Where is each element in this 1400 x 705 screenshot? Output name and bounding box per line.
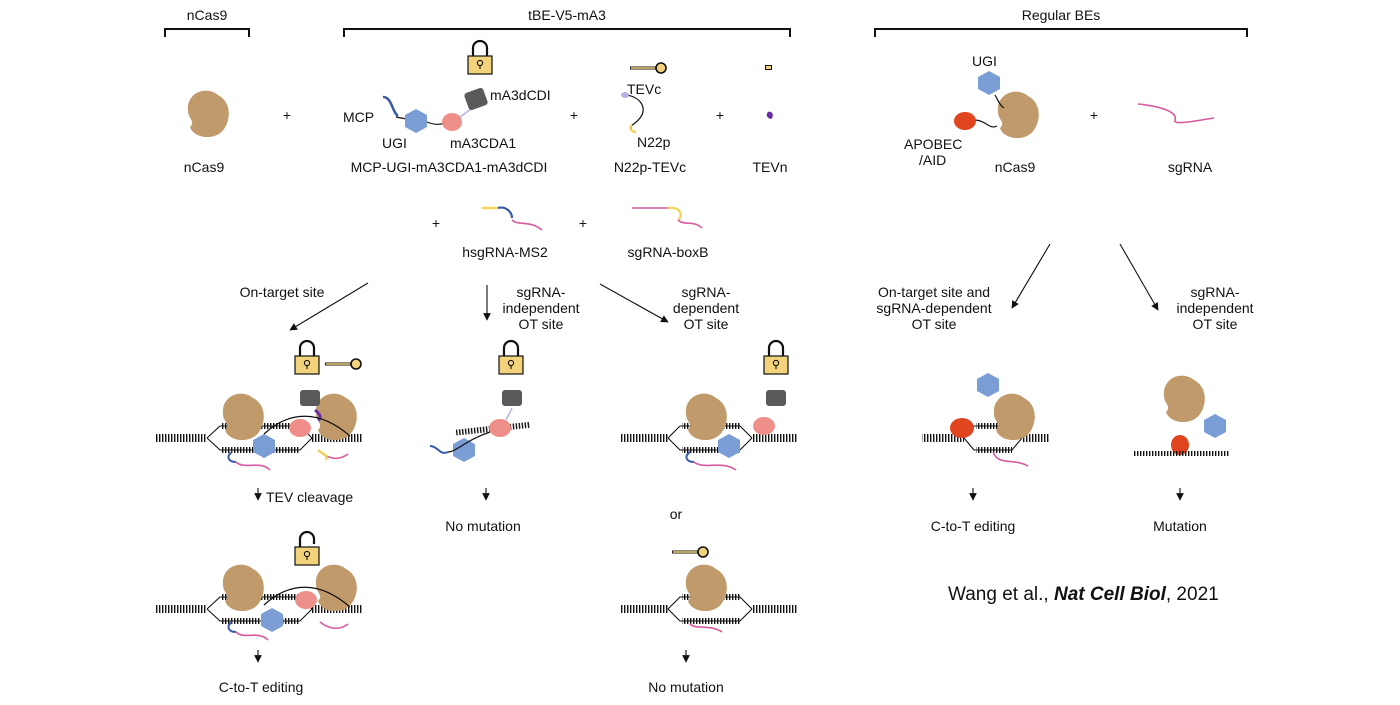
- label-mcp-fusion: MCP-UGI-mA3CDA1-mA3dCDI: [350, 159, 548, 175]
- label-tevc: TEVc: [627, 81, 662, 97]
- branch-sg-dependent: sgRNA- dependent OT site: [672, 284, 740, 332]
- citation: Wang et al., Nat Cell Biol, 2021: [948, 584, 1219, 606]
- bracket-ncas9: [164, 28, 250, 37]
- label-regular-ugi: UGI: [972, 53, 997, 69]
- bracket-tbe: [343, 28, 791, 37]
- label-apobec-2: /AID: [919, 152, 947, 168]
- branch-sg-independent: sgRNA- independent OT site: [502, 284, 580, 332]
- label-ma3dcdi: mA3dCDI: [490, 87, 551, 103]
- label-or: or: [669, 506, 683, 522]
- header-tbe: tBE-V5-mA3: [528, 7, 606, 23]
- citation-journal: Nat Cell Biol: [1053, 584, 1166, 605]
- header-ncas9: nCas9: [186, 7, 228, 23]
- plus-2: +: [569, 107, 579, 123]
- plus-1: +: [282, 107, 292, 123]
- header-regular: Regular BEs: [1021, 7, 1101, 23]
- outcome-c-to-t-2: C-to-T editing: [930, 518, 1016, 534]
- branch-on-target: On-target site: [239, 284, 325, 300]
- outcome-tev-cleavage: TEV cleavage: [266, 489, 354, 505]
- label-apobec-1: APOBEC: [904, 136, 963, 152]
- label-hsgrna-ms2: hsgRNA-MS2: [462, 244, 548, 260]
- citation-year: , 2021: [1165, 584, 1219, 605]
- outcome-no-mutation-1: No mutation: [445, 518, 521, 534]
- outcome-c-to-t-1: C-to-T editing: [218, 679, 304, 695]
- label-ncas9: nCas9: [183, 159, 225, 175]
- plus-3: +: [715, 107, 725, 123]
- label-mcp: MCP: [343, 109, 375, 125]
- label-regular-ncas9: nCas9: [994, 159, 1036, 175]
- plus-4: +: [1089, 107, 1099, 123]
- label-regular-sgrna: sgRNA: [1167, 159, 1213, 175]
- label-n22p-tevc: N22p-TEVc: [613, 159, 687, 175]
- plus-6: +: [578, 215, 588, 231]
- label-sgrna-boxb: sgRNA-boxB: [627, 244, 709, 260]
- label-tevn: TEVn: [752, 159, 788, 175]
- branch-regular-on-target: On-target site and sgRNA-dependent OT si…: [876, 284, 992, 332]
- bracket-regular: [874, 28, 1248, 37]
- label-ma3cda1: mA3CDA1: [450, 135, 517, 151]
- citation-authors: Wang et al.,: [948, 584, 1054, 605]
- plus-5: +: [431, 215, 441, 231]
- label-ugi: UGI: [382, 135, 407, 151]
- outcome-no-mutation-2: No mutation: [648, 679, 724, 695]
- branch-regular-independent: sgRNA- independent OT site: [1176, 284, 1254, 332]
- label-n22p: N22p: [637, 134, 671, 150]
- outcome-mutation: Mutation: [1153, 518, 1207, 534]
